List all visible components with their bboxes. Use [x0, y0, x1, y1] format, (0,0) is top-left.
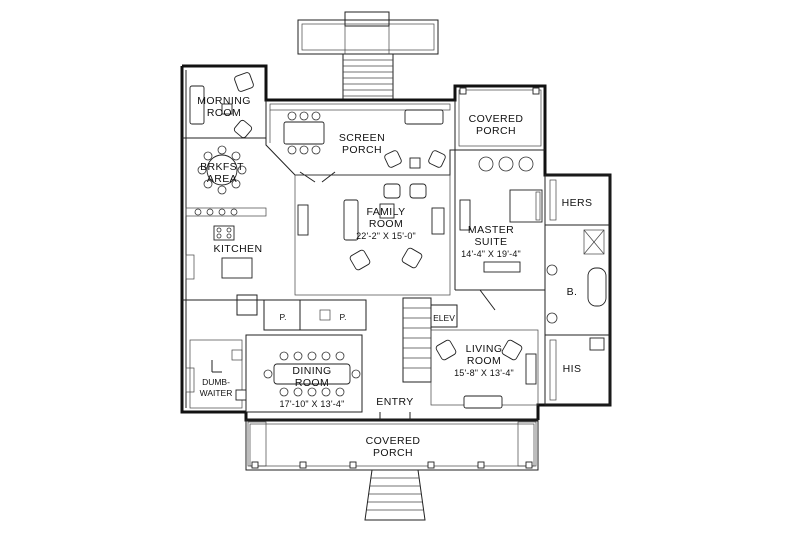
family-room-label-2: ROOM: [369, 218, 403, 230]
morning-room-label-2: ROOM: [207, 107, 241, 119]
dining-room-label: DINING: [292, 365, 331, 377]
living-room-label: LIVING: [466, 343, 503, 355]
bath-label: B.: [567, 286, 578, 298]
dining-room-label-2: ROOM: [295, 377, 329, 389]
breakfast-area: [197, 145, 247, 195]
family-room-dimensions: 22'-2" X 15'-0": [356, 231, 416, 241]
covered-porch-front-label-2: PORCH: [373, 447, 413, 459]
front-stair-treads: [367, 477, 423, 511]
dining-room-dimensions: 17'-10" X 13'-4": [279, 399, 344, 409]
bathtub: [587, 267, 607, 307]
kitchen-island: [221, 257, 253, 279]
living-room-sofa: [463, 395, 503, 409]
master-suite: [454, 149, 545, 311]
porch-sofa: [404, 109, 444, 125]
rear-stair-treads: [343, 59, 393, 97]
master-suite-label: MASTER: [468, 224, 514, 236]
covered-porch-rear-label: COVERED: [469, 113, 524, 125]
covered-porch-front-label: COVERED: [366, 435, 421, 447]
dining-room: [245, 334, 363, 413]
family-room-label: FAMILY: [367, 206, 406, 218]
brkfst-area-label-2: AREA: [207, 173, 237, 185]
kitchen: [182, 207, 300, 301]
butler-wing: [185, 339, 247, 409]
living-room-label-2: ROOM: [467, 355, 501, 367]
his-label: HIS: [563, 363, 582, 375]
hers-label: HERS: [562, 197, 593, 209]
master-suite-label-2: SUITE: [475, 236, 508, 248]
rear-deck: [297, 11, 439, 101]
morning-room: [182, 72, 266, 139]
covered-porch-rear: [458, 87, 542, 147]
dumbwaiter-label-2: WAITER: [200, 388, 233, 398]
room-labels: MORNING ROOM SCREEN PORCH COVERED PORCH …: [197, 95, 592, 459]
brkfst-area-label: BRKFST: [200, 161, 244, 173]
fireplace: [431, 207, 445, 235]
pantry-right-label: P.: [340, 312, 347, 322]
living-room: [430, 329, 539, 409]
range: [213, 225, 235, 241]
master-bath-closets: [544, 174, 611, 406]
porch-dining-table: [283, 121, 325, 145]
screen-porch-label-2: PORCH: [342, 144, 382, 156]
master-suite-dimensions: 14'-4" X 19'-4": [461, 249, 521, 259]
main-stair-treads: [403, 307, 431, 369]
family-room-sofa: [343, 199, 359, 241]
entry-label: ENTRY: [376, 396, 413, 408]
front-porch: [245, 412, 539, 521]
family-room: [294, 174, 451, 296]
pantry-left-label: P.: [280, 312, 287, 322]
breakfast-table: [206, 154, 238, 186]
screen-porch-label: SCREEN: [339, 132, 385, 144]
morning-room-label: MORNING: [197, 95, 251, 107]
master-bed: [509, 189, 543, 223]
morning-room-sofa: [189, 85, 205, 125]
covered-porch-rear-label-2: PORCH: [476, 125, 516, 137]
kitchen-label: KITCHEN: [214, 243, 263, 255]
dining-table: [273, 363, 351, 385]
elevator-label: ELEV: [433, 313, 455, 323]
living-room-dimensions: 15'-8" X 13'-4": [454, 368, 514, 378]
dumbwaiter-label: DUMB-: [202, 377, 230, 387]
